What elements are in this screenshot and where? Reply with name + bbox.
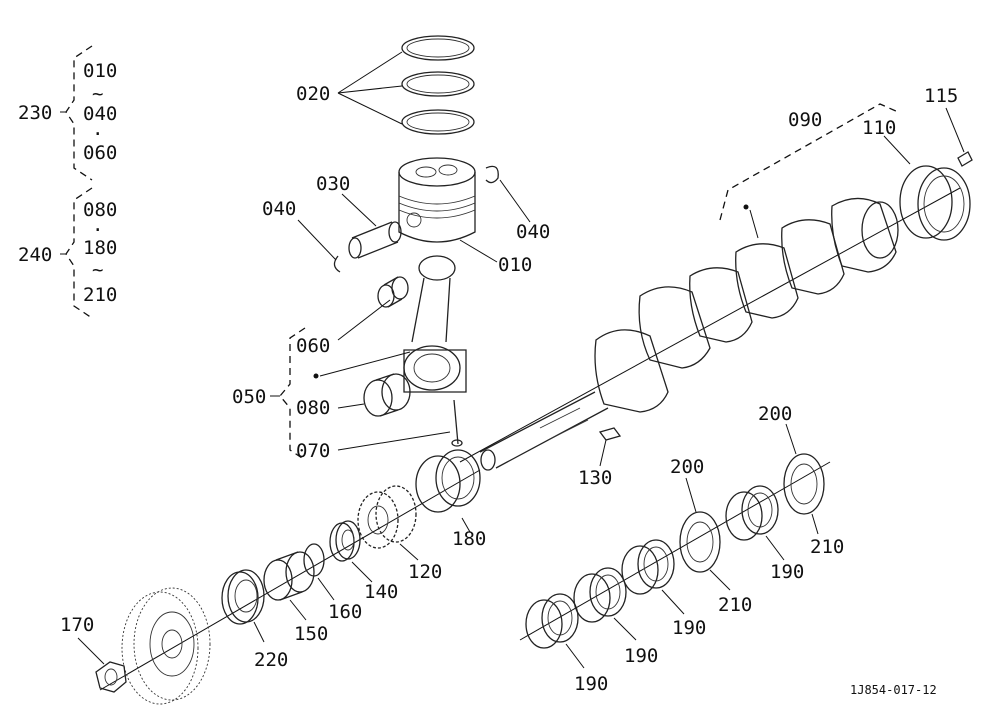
legend-240-sep1: · <box>92 219 103 241</box>
label-040-left: 040 <box>262 198 296 220</box>
label-020: 020 <box>296 83 330 105</box>
rear-bearing <box>899 165 971 241</box>
label-220: 220 <box>254 649 288 671</box>
label-180: 180 <box>452 528 486 550</box>
label-040-right: 040 <box>516 221 550 243</box>
label-190-a: 190 <box>574 673 608 695</box>
legend-230-line3: 060 <box>83 142 117 164</box>
label-060: 060 <box>296 335 330 357</box>
main-bearing-4 <box>725 485 779 541</box>
thrust-washer-2 <box>783 453 825 515</box>
sleeve <box>263 551 315 601</box>
collar <box>329 520 361 562</box>
main-bearing-front <box>415 449 481 513</box>
legend-230-line1: 010 <box>83 60 117 82</box>
label-140: 140 <box>364 581 398 603</box>
label-190-b: 190 <box>624 645 658 667</box>
label-050: 050 <box>232 386 266 408</box>
legend-230-sep2: · <box>92 123 103 145</box>
big-end-bearing <box>363 373 411 417</box>
legend-240-id: 240 <box>18 244 52 266</box>
label-210-b: 210 <box>810 536 844 558</box>
crank-gear <box>357 485 417 549</box>
label-110: 110 <box>862 117 896 139</box>
legend-230-sep1: ~ <box>92 83 103 105</box>
label-170: 170 <box>60 614 94 636</box>
label-080: 080 <box>296 397 330 419</box>
label-130: 130 <box>578 467 612 489</box>
label-200-a: 200 <box>670 456 704 478</box>
connecting-rod <box>403 255 467 447</box>
label-150: 150 <box>294 623 328 645</box>
piston-pin <box>348 221 402 259</box>
thrust-washer-1 <box>679 511 721 573</box>
label-090: 090 <box>788 109 822 131</box>
oil-seal <box>221 569 265 625</box>
label-010: 010 <box>498 254 532 276</box>
piston-rings <box>401 35 475 135</box>
main-bearing-2 <box>573 567 627 623</box>
legend-240-line1: 080 <box>83 199 117 221</box>
label-115: 115 <box>924 85 958 107</box>
main-bearing-3 <box>621 539 675 595</box>
label-210-a: 210 <box>718 594 752 616</box>
legend-240-line3: 210 <box>83 284 117 306</box>
main-bearing-1 <box>525 593 579 649</box>
label-190-d: 190 <box>770 561 804 583</box>
legend-230-id: 230 <box>18 102 52 124</box>
pulley-nut <box>95 661 127 693</box>
crank-pulley <box>121 587 211 705</box>
snap-ring-right <box>485 165 499 184</box>
label-200-b: 200 <box>758 403 792 425</box>
label-160: 160 <box>328 601 362 623</box>
snap-ring-left <box>333 255 341 273</box>
legend-230-line2: 040 <box>83 103 117 125</box>
label-190-c: 190 <box>672 617 706 639</box>
legend-240-line2: 180 <box>83 237 117 259</box>
label-030: 030 <box>316 173 350 195</box>
drawing-code: 1J854-017-12 <box>850 683 937 697</box>
legend-240-sep2: ~ <box>92 259 103 281</box>
label-120: 120 <box>408 561 442 583</box>
crankshaft <box>479 197 899 471</box>
legend-group-230: 230 010 ~ 040 · 060 <box>18 45 117 181</box>
label-070: 070 <box>296 440 330 462</box>
small-end-bush <box>377 276 409 308</box>
dowel-pin <box>957 151 973 167</box>
key <box>598 427 622 441</box>
legend-group-240: 240 080 · 180 ~ 210 <box>18 187 117 319</box>
piston <box>398 157 476 243</box>
